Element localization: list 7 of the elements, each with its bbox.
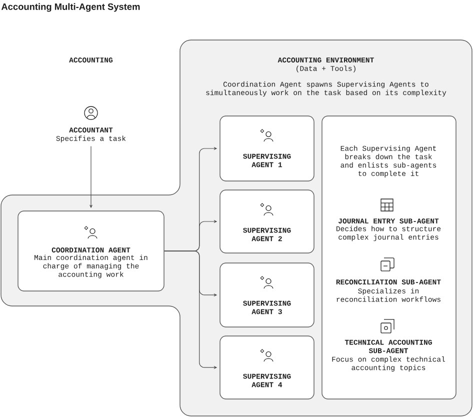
agent-card — [18, 210, 164, 292]
agent-card — [220, 262, 314, 328]
diagram-title: Accounting Multi-Agent System — [1, 3, 140, 12]
agent-card — [220, 190, 314, 254]
sub-agent-panel — [322, 116, 456, 400]
agent-card — [220, 336, 314, 400]
agent-card — [220, 116, 314, 182]
